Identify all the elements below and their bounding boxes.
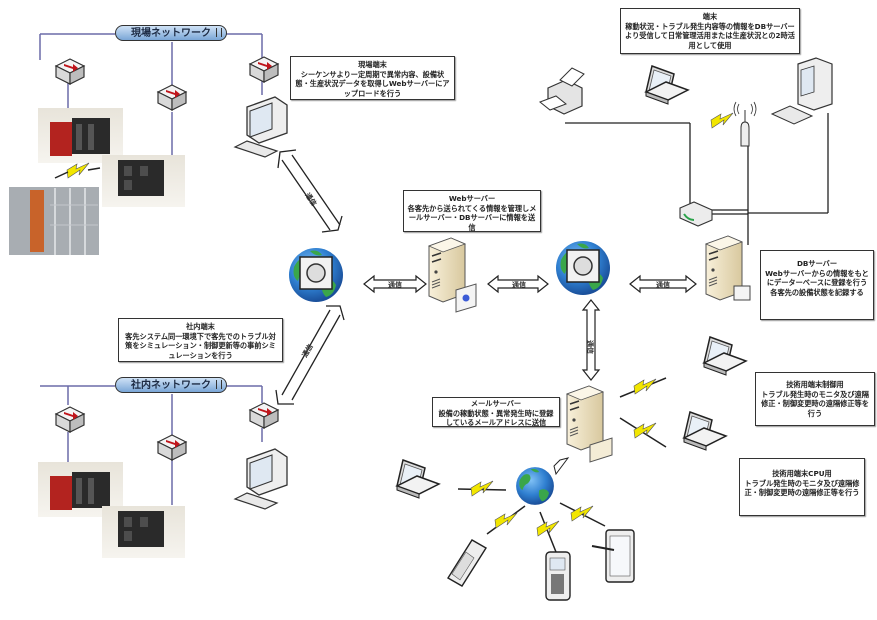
mail-to-globe-arrow [553,457,570,476]
callout-tech-terminal-cpu: 技術用端末CPU用 トラブル発生時のモニタ及び遠隔修正・制御変更時の遠隔修正等を… [739,458,865,516]
laptop-top-icon [645,65,689,105]
callout-body: シーケンサよりー定周期で異常内容、設備状態・生産状況データを取得しWebサーバー… [295,69,450,98]
field-terminal-pc-icon [234,96,288,158]
field-network-bar: 現場ネットワーク [115,25,227,41]
office-lan-top-right [565,113,829,245]
globe-to-mail-arrow [581,299,601,381]
callout-body: Webサーバーからの情報をもとにデーターベースに登録を行う 各客先の設備状態を記… [765,268,869,297]
callout-body: 各客先から送られてくる情報を管理しメールサーバー・DBサーバーに情報を送信 [407,203,537,232]
field-network [9,33,288,255]
wireless-link-laptop-mobile-icon [470,480,494,497]
arrow-label-office: 通信 [300,342,315,359]
wifi-access-point-icon [733,101,757,147]
callout-title: メールサーバー [470,399,522,408]
callout-title: 端末 [702,12,718,21]
desktop-pc-top-right-icon [770,57,833,125]
printer-icon [539,67,585,115]
wireless-link-laptop-icon [710,112,734,129]
arrow-label-globe-web: 通信 [388,280,402,289]
callout-title: 現場端末 [358,60,387,69]
callout-body: トラブル発生時のモニタ及び遠隔修正・制御変更時の遠隔修正等を行う [761,389,869,418]
field-plc-photo-1 [38,108,123,163]
office-network-bar: 社内ネットワーク [115,377,227,393]
callout-body: トラブル発生時のモニタ及び遠隔修正・制御変更時の遠隔修正等を行う [744,478,860,498]
office-terminal-pc-icon [234,448,288,510]
laptop-cpu-tech-icon [683,411,727,451]
wireless-link-cpu-icon [633,422,657,439]
field-plc-photo-2 [102,155,185,207]
warehouse-photo [9,187,99,255]
callout-terminal: 端末 稼動状況・トラブル発生内容等の情報をDBサーバーより受信して日常管理活用ま… [620,8,800,54]
field-to-globe-arrow [277,149,343,233]
callout-office-terminal: 社内端末 客先システム同一環境下で客先でのトラブル対策をシミュレーション・制御更… [118,318,283,362]
wireless-link-control-icon [633,378,657,395]
internet-globe-left-icon [289,248,343,302]
callout-tech-terminal-control: 技術用端末制御用 トラブル発生時のモニタ及び遠隔修正・制御変更時の遠隔修正等を行… [755,372,875,426]
callout-web-server: Webサーバー 各客先から送られてくる情報を管理しメールサーバー・DBサーバーに… [403,190,541,232]
office-to-globe-arrow [275,305,345,405]
laptop-control-tech-icon [703,336,747,376]
web-server-icon [428,237,477,313]
office-plc-photo-2 [102,506,185,558]
db-server-icon [705,235,751,301]
arrow-label-field: 通信 [303,191,318,208]
callout-title: 技術用端末制御用 [786,380,844,389]
field-switch-3-icon [249,56,279,83]
tablet-icon [591,529,635,583]
laptop-mobile-client-icon [396,459,440,499]
web-to-globe-arrow [487,274,549,294]
hub-device-icon [679,201,713,227]
callout-title: 技術用端末CPU用 [772,469,832,478]
callout-mail-server: メールサーバー 設備の稼動状態・異常発生時に登録しているメールアドレスに送信 [432,397,560,427]
field-switch-2-icon [157,84,187,111]
office-switch-1-icon [55,406,85,433]
office-switch-3-icon [249,402,279,429]
office-network [38,385,288,558]
office-network-label: 社内ネットワーク [131,380,211,391]
office-switch-2-icon [157,434,187,461]
callout-body: 稼動状況・トラブル発生内容等の情報をDBサーバーより受信して日常管理活用または生… [625,21,795,50]
arrow-label-web-globe: 通信 [512,280,526,289]
network-bar-end-cap [216,380,222,389]
arrow-label-globe-db: 通信 [656,280,670,289]
mail-server-icon [566,385,613,463]
internet-globe-mobile-icon [516,467,554,505]
arrow-label-globe-mail: 通信 [586,340,595,354]
network-bar-end-cap [216,28,222,37]
callout-body: 設備の稼動状態・異常発生時に登録しているメールアドレスに送信 [438,408,554,428]
callout-title: Webサーバー [448,194,496,203]
callout-title: DBサーバー [796,259,838,268]
callout-title: 社内端末 [186,322,215,331]
internet-globe-right-icon [556,241,610,295]
globe-to-web-arrow [363,274,427,294]
wireless-link-icon [66,162,90,179]
callout-body: 客先システム同一環境下で客先でのトラブル対策をシミュレーション・制御更新等の事前… [125,331,276,360]
field-network-label: 現場ネットワーク [131,28,211,39]
wireless-link-phone-icon [494,512,518,529]
globe-to-db-arrow [629,274,697,294]
callout-field-terminal: 現場端末 シーケンサよりー定周期で異常内容、設備状態・生産状況データを取得しWe… [290,56,455,100]
field-switch-1-icon [55,58,85,85]
mobile-handset-icon [545,551,571,601]
callout-db-server: DBサーバー Webサーバーからの情報をもとにデーターベースに登録を行う 各客先… [760,250,874,320]
flip-phone-icon [447,539,487,587]
